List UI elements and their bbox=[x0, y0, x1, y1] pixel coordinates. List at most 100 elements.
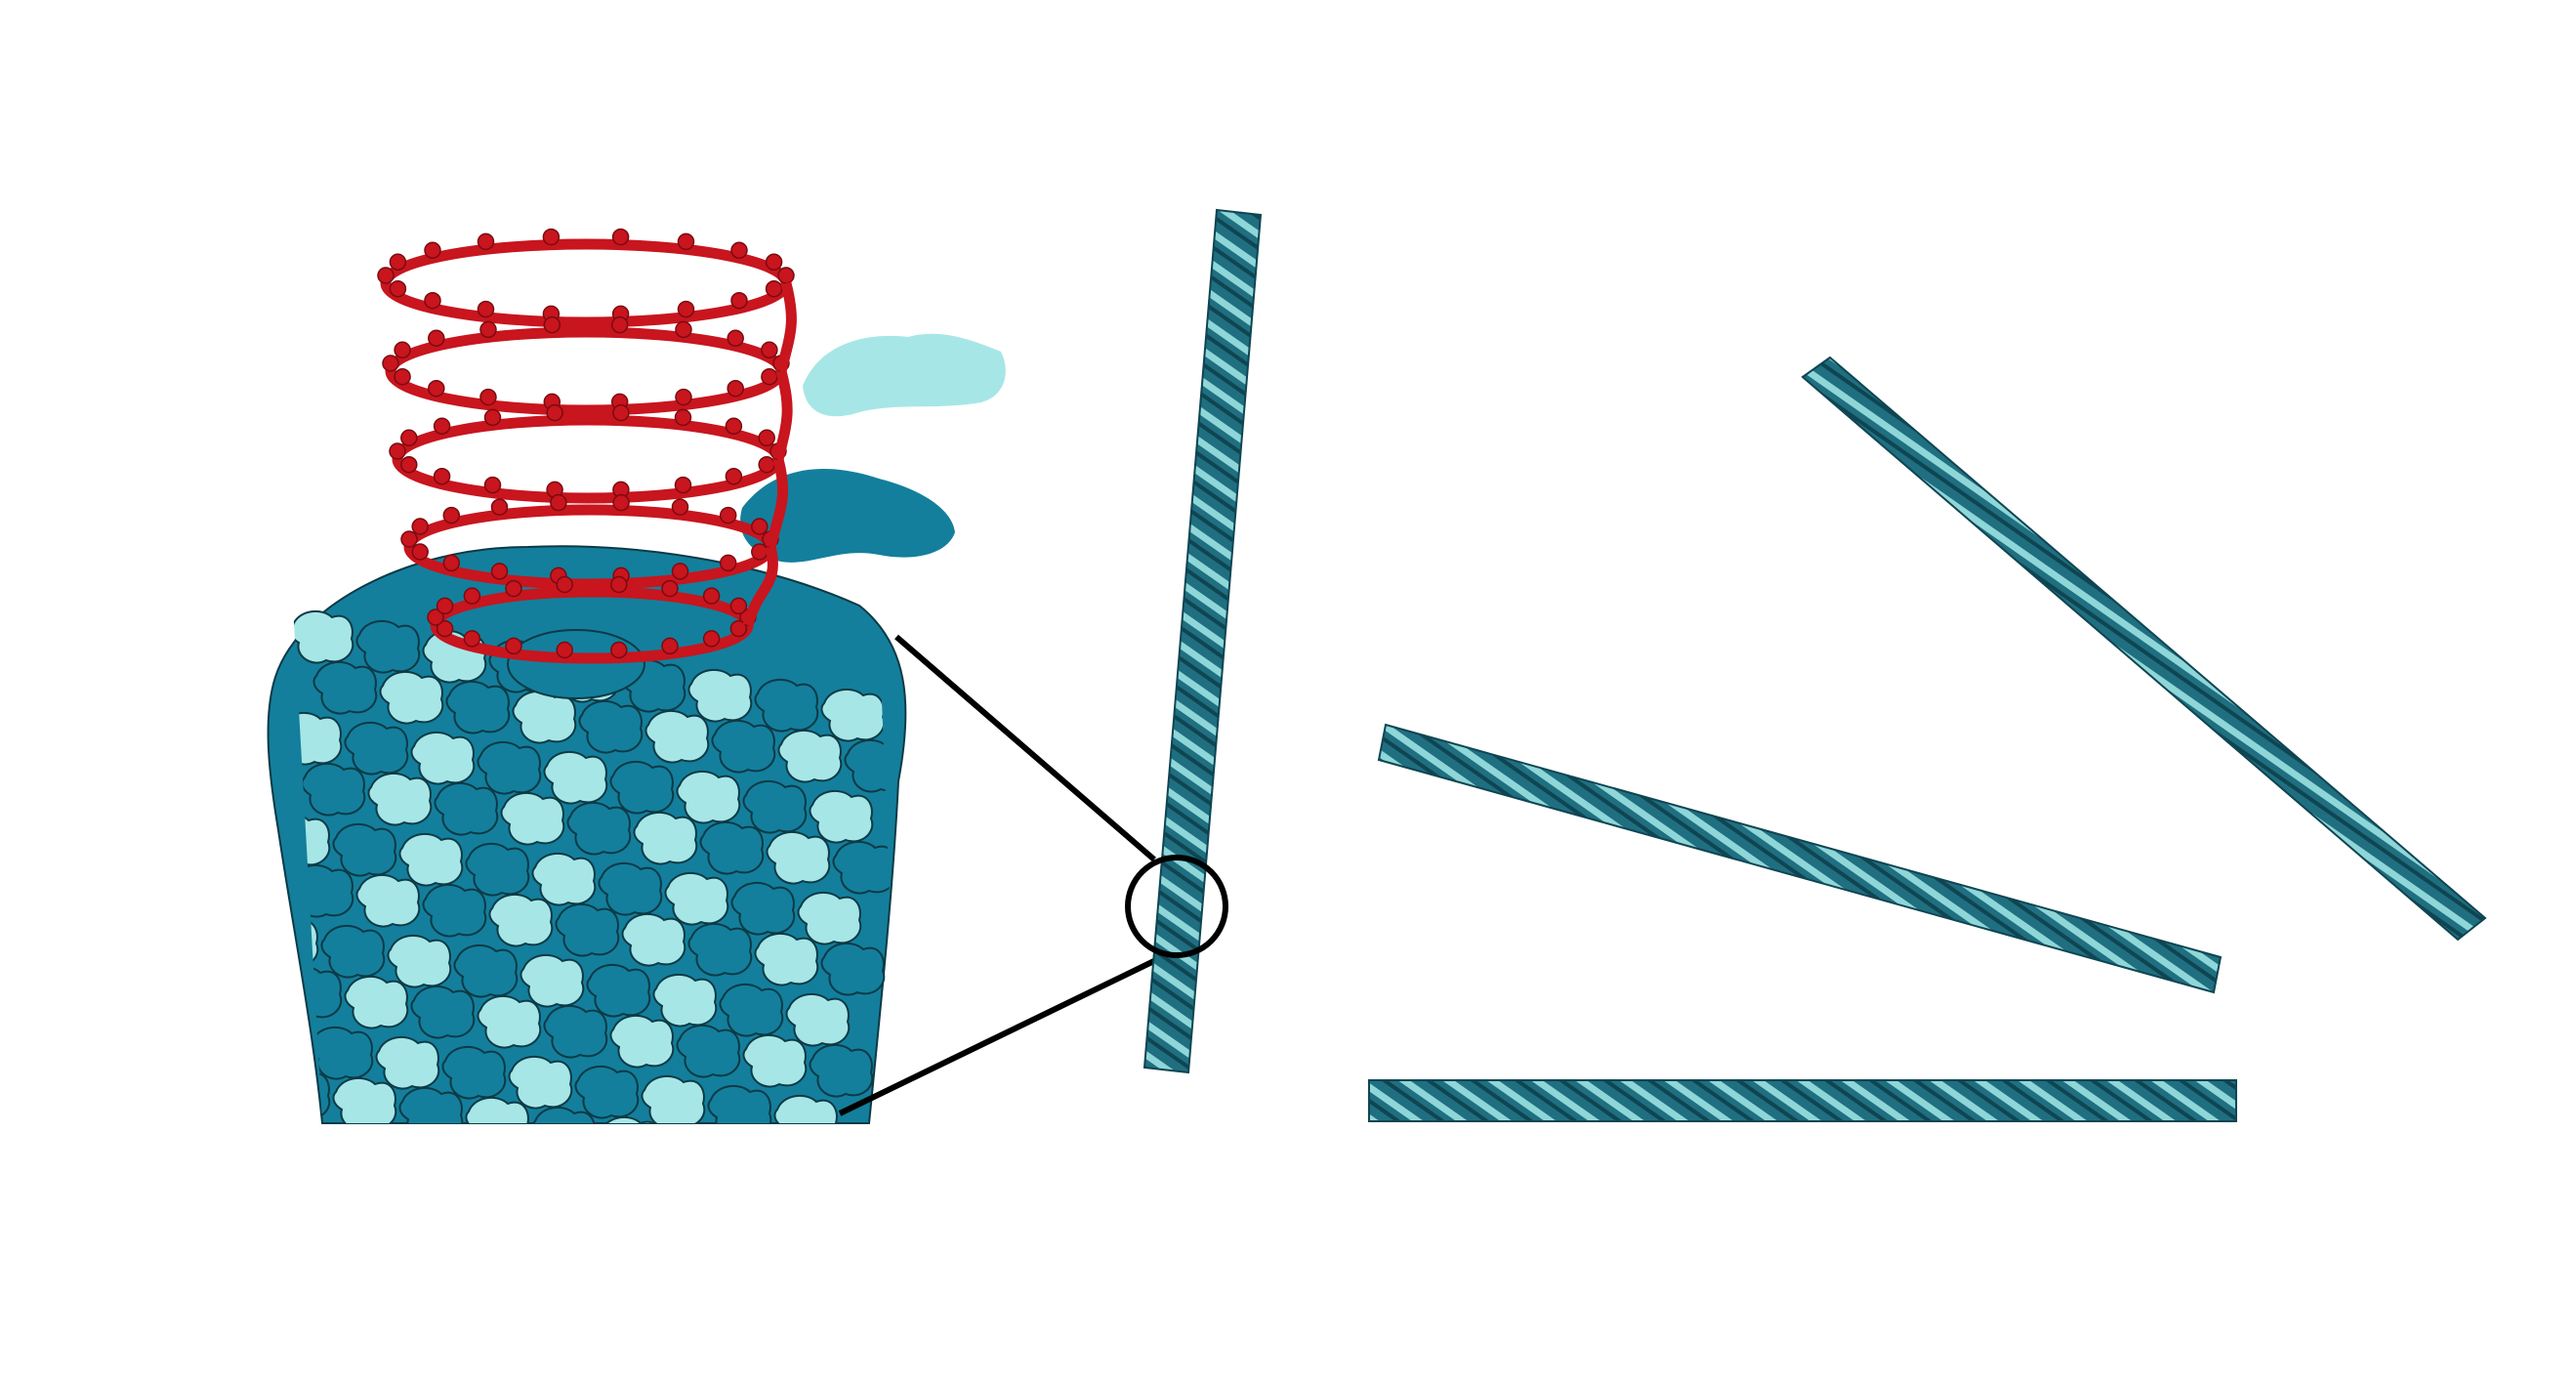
horizontal-rod bbox=[1368, 1079, 2237, 1122]
callout-line-top bbox=[894, 634, 1156, 862]
rna-helix-turn bbox=[380, 238, 792, 328]
capsid-subunit bbox=[293, 1016, 308, 1070]
rna-bead bbox=[411, 543, 429, 561]
rna-bead bbox=[550, 493, 567, 512]
rna-bead bbox=[436, 619, 454, 638]
rna-helix-strand bbox=[742, 545, 778, 627]
capsid-subunit bbox=[809, 789, 874, 844]
capsid-subunit bbox=[344, 721, 409, 776]
capsid-subunit bbox=[355, 873, 421, 928]
rna-bead bbox=[394, 367, 411, 386]
capsid-subunit bbox=[566, 801, 632, 856]
capsid-subunit bbox=[754, 678, 819, 733]
rna-bead bbox=[758, 429, 775, 447]
capsid-subunit bbox=[809, 1043, 874, 1098]
capsid-subunit bbox=[367, 772, 433, 826]
capsid-subunit bbox=[732, 1137, 795, 1189]
rna-bead bbox=[674, 408, 692, 427]
rna-bead bbox=[428, 379, 445, 398]
capsid-subunit bbox=[719, 983, 784, 1037]
rna-bead bbox=[556, 575, 573, 594]
capsid-subunit bbox=[797, 891, 862, 945]
rna-bead bbox=[729, 619, 748, 638]
rna-bead bbox=[424, 291, 441, 310]
rna-bead bbox=[729, 597, 748, 615]
rna-bead bbox=[436, 597, 454, 615]
capsid-subunit bbox=[609, 1014, 675, 1069]
capsid-subunit bbox=[555, 902, 620, 957]
rna-bead bbox=[702, 587, 721, 605]
capsid-subunit bbox=[498, 1158, 561, 1210]
capsid-subunit bbox=[398, 832, 464, 887]
rna-bead bbox=[400, 429, 418, 447]
rods bbox=[1143, 208, 2487, 1122]
rna-helix-strand bbox=[775, 281, 797, 373]
rna-bead bbox=[675, 320, 692, 339]
rna-bead bbox=[505, 579, 522, 598]
capsid-subunit bbox=[432, 1149, 494, 1200]
capsid-subunit bbox=[488, 893, 554, 947]
capsid-subunit bbox=[742, 779, 808, 834]
rna-bead bbox=[394, 341, 411, 359]
rna-bead bbox=[442, 506, 461, 524]
rna-bead bbox=[428, 329, 445, 348]
capsid-subunit bbox=[687, 668, 753, 723]
rna-bead bbox=[751, 543, 769, 561]
rna-bead bbox=[765, 253, 783, 272]
capsid-subunits bbox=[293, 609, 898, 1230]
capsid-subunit bbox=[320, 924, 386, 979]
rna-bead bbox=[612, 493, 630, 512]
floating-subunit-dark bbox=[740, 469, 955, 563]
rna-bead bbox=[610, 641, 628, 659]
rna-bead bbox=[483, 408, 502, 427]
rna-bead bbox=[730, 241, 748, 260]
capsid-subunit bbox=[574, 1065, 640, 1119]
capsid-subunit bbox=[777, 729, 843, 783]
rna-bead bbox=[751, 518, 769, 535]
diagonal-rod bbox=[1801, 356, 2487, 942]
rna-bead bbox=[727, 329, 744, 348]
capsid-subunit bbox=[355, 619, 421, 674]
capsid-subunit bbox=[445, 680, 511, 734]
capsid-subunit bbox=[543, 750, 608, 805]
rna-bead bbox=[424, 241, 441, 260]
vertical-rod bbox=[1143, 208, 1263, 1074]
capsid-subunit bbox=[543, 1004, 608, 1059]
tilted-rod bbox=[1377, 723, 2223, 994]
rna-bead bbox=[719, 554, 737, 572]
rna-bead bbox=[611, 228, 630, 246]
rna-bead bbox=[730, 291, 748, 310]
capsid-subunit bbox=[477, 994, 542, 1049]
capsid-subunit bbox=[631, 1178, 693, 1230]
assembly-core bbox=[507, 629, 645, 699]
rna-bead bbox=[677, 232, 695, 251]
rna-bead bbox=[725, 417, 743, 436]
rna-bead bbox=[671, 563, 689, 580]
rna-bead bbox=[610, 575, 628, 594]
rna-bead bbox=[463, 630, 481, 648]
zoom-callout bbox=[838, 634, 1164, 1116]
capsid-subunit bbox=[687, 922, 753, 977]
capsid-subunit bbox=[293, 1117, 296, 1123]
rna-helix-strand bbox=[765, 457, 789, 549]
capsid-subunit bbox=[531, 1106, 597, 1123]
rna-bead bbox=[758, 455, 775, 474]
rna-bead bbox=[479, 388, 497, 406]
capsid-subunit bbox=[730, 881, 796, 936]
capsid-subunit bbox=[365, 1139, 428, 1191]
rna-bead bbox=[674, 476, 692, 494]
capsid-subunit bbox=[652, 973, 718, 1028]
rna-bead bbox=[765, 279, 783, 298]
capsid-subunit bbox=[785, 992, 851, 1047]
capsid-subunit bbox=[564, 1168, 627, 1220]
capsid-subunit bbox=[820, 688, 886, 742]
capsid-subunit bbox=[773, 1094, 839, 1123]
capsid-subunit bbox=[500, 791, 565, 846]
floating-subunit-light bbox=[803, 333, 1006, 417]
callout-line-bottom bbox=[838, 954, 1164, 1116]
capsid-subunit bbox=[332, 1076, 397, 1123]
capsid-subunit bbox=[410, 731, 476, 785]
rna-bead bbox=[675, 388, 692, 406]
rna-bead bbox=[727, 379, 744, 398]
rna-bead bbox=[442, 554, 461, 572]
